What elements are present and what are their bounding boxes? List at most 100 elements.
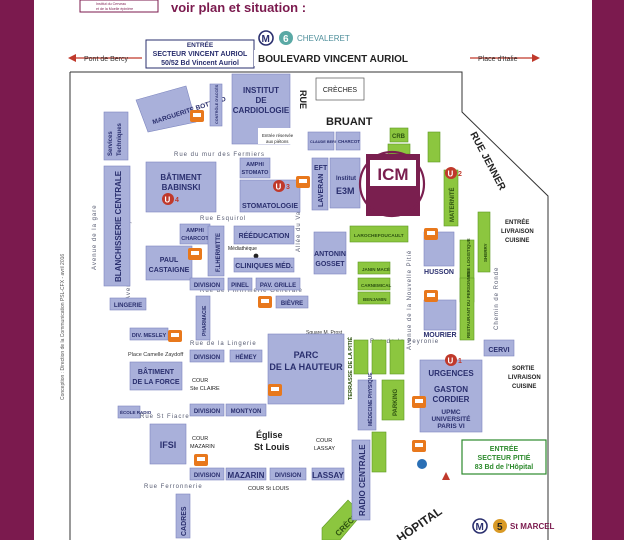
label-entree-reservee-2: aux piétons [266,139,289,144]
label-pharmacie: PHARMACIE [202,305,208,336]
label-castaigne-1: PAUL [160,257,179,264]
label-sortie-3: CUISINE [512,384,536,390]
street-mur-fermiers: Rue du mur des Fermiers [174,152,265,158]
metro-icon [258,30,274,46]
label-pinel: PINEL [231,283,249,289]
label-cardio-2: DE [255,96,267,105]
bus-icon [258,296,272,308]
street-camelle: Place Camelle Zaydoff [128,352,184,358]
building-pharmacie [195,295,211,341]
label-sherry: SHERRY [483,243,488,262]
label-jenner-1: ENTRÉE [505,218,529,226]
label-force-2: DE LA FORCE [132,379,180,386]
building-lingerie [109,297,147,311]
label-div-mesley: DIV. MESLEY [132,333,167,339]
info-icon [417,459,427,469]
bus-icon [194,454,208,466]
building-cadres [175,493,191,539]
pedestrian-box [258,128,304,144]
building-laveran [311,157,329,211]
entrance-auriol-l3: 50/52 Bd Vincent Auriol [161,60,239,67]
label-amphi-charcot-2: CHARCOT [181,236,209,242]
label-claude-bernard: CLAUDE BERNARD [310,140,346,144]
entrance-auriol-box [145,39,255,69]
label-e3m-2: E3M [336,186,355,196]
street-jenner: RUE JENNER [467,130,507,193]
label-stomato: STOMATOLOGIE [242,203,298,210]
label-entree-reservee-1: Entrée réservée [262,133,294,138]
label-gaston-1: GASTON [434,385,468,394]
building-charcot-small [335,131,361,151]
label-lingerie: LINGERIE [114,303,142,309]
label-mediatheque: Médiathèque [228,246,257,252]
street-nouvelle-pitie: Avenue de la Nouvelle Pitié [407,250,413,350]
institute-logo [79,0,159,13]
label-bievre: BIÈVRE [281,299,303,307]
label-cardio-3: CARDIOLOGIE [233,106,290,115]
street-chemin-ronde: Chemin de Ronde [494,267,500,330]
label-jenner-3: CUISINE [505,238,529,244]
boulevard-band [254,50,468,66]
bus-icon [412,396,426,408]
label-cour-claire-2: Ste CLAIRE [190,386,220,392]
building-green-b [371,339,387,375]
building-division-bottom [189,467,225,481]
label-babinski-1: BÂTIMENT [160,173,201,182]
label-amphi-charcot-1: AMPHI [186,228,204,234]
label-jenner-2: LIVRAISON [501,229,534,235]
street-lingerie: Rue de la Lingerie [190,341,257,347]
building-sherry [477,211,491,273]
bus-icon [424,290,438,302]
street-infirmerie: Rue de l'Infirmerie Générale [200,288,303,294]
bus-icon [188,248,202,260]
building-green-c [389,339,405,375]
label-montyon: MONTYON [231,409,262,415]
entrance-pitie-l2: SECTEUR PITIÉ [478,453,531,462]
label-cour-lassay-1: COUR [316,438,332,444]
building-carnemical [357,277,391,291]
street-ferronnerie: Rue Ferronnerie [144,484,203,490]
icm-label-box [370,160,416,186]
label-cour-claire-1: COUR [192,378,208,384]
label-medecine-physique: MÉDECINE PHYSIQUE [366,372,374,426]
building-creches-top [315,77,365,101]
u-marker-2: U 2 [445,167,462,179]
label-crb: CRB [392,134,406,140]
building-e3m [329,157,361,209]
bus-icon [424,228,438,240]
label-icm: ICM [377,165,408,184]
label-cadres: CADRES [181,506,188,536]
building-cliniques [233,257,295,273]
building-medecine-physique [357,379,377,431]
label-mourier: MOURIER [423,332,456,339]
label-restaurant: RESTAURANT DU PERSONNEL [466,270,471,338]
building-babinski [145,161,217,213]
label-gosset-1: ANTONIN [314,251,346,258]
metro-line-6-icon [279,31,293,45]
label-eglise-2: St Louis [254,442,290,452]
label-sortie-1: SORTIE [512,366,534,372]
building-ifsi [149,423,187,465]
direction-left: Pont de Bercy [84,56,128,63]
street-esquirol: Rue Esquirol [200,216,246,222]
label-division-top: DIVISION [194,283,220,289]
label-creches-top: CRÈCHES [323,85,358,94]
entrance-pitie-box [461,439,547,475]
u-marker-4: U 4 [162,193,179,205]
label-upmc-3: PARIS VI [437,423,465,430]
svg-text:U: U [165,196,171,205]
label-urgences: URGENCES [428,369,474,378]
street-bruant: BRUANT [326,116,373,128]
svg-text:2: 2 [458,171,462,178]
logo-line-2: et de la Moelle épinière [96,7,133,11]
label-amphi-stomato-2: STOMATO [242,170,270,176]
u-marker-3: U 3 [273,180,290,192]
label-hemey: HÉMEY [235,353,256,361]
label-eft: EFT [314,165,328,172]
label-cour-mazarin-1: COUR [192,436,208,442]
svg-text:U: U [276,183,282,192]
label-cliniques: CLINIQUES MÉD. [235,261,293,270]
building-division-b2 [269,467,307,481]
street-allee-val: Allée du Val [296,208,302,252]
